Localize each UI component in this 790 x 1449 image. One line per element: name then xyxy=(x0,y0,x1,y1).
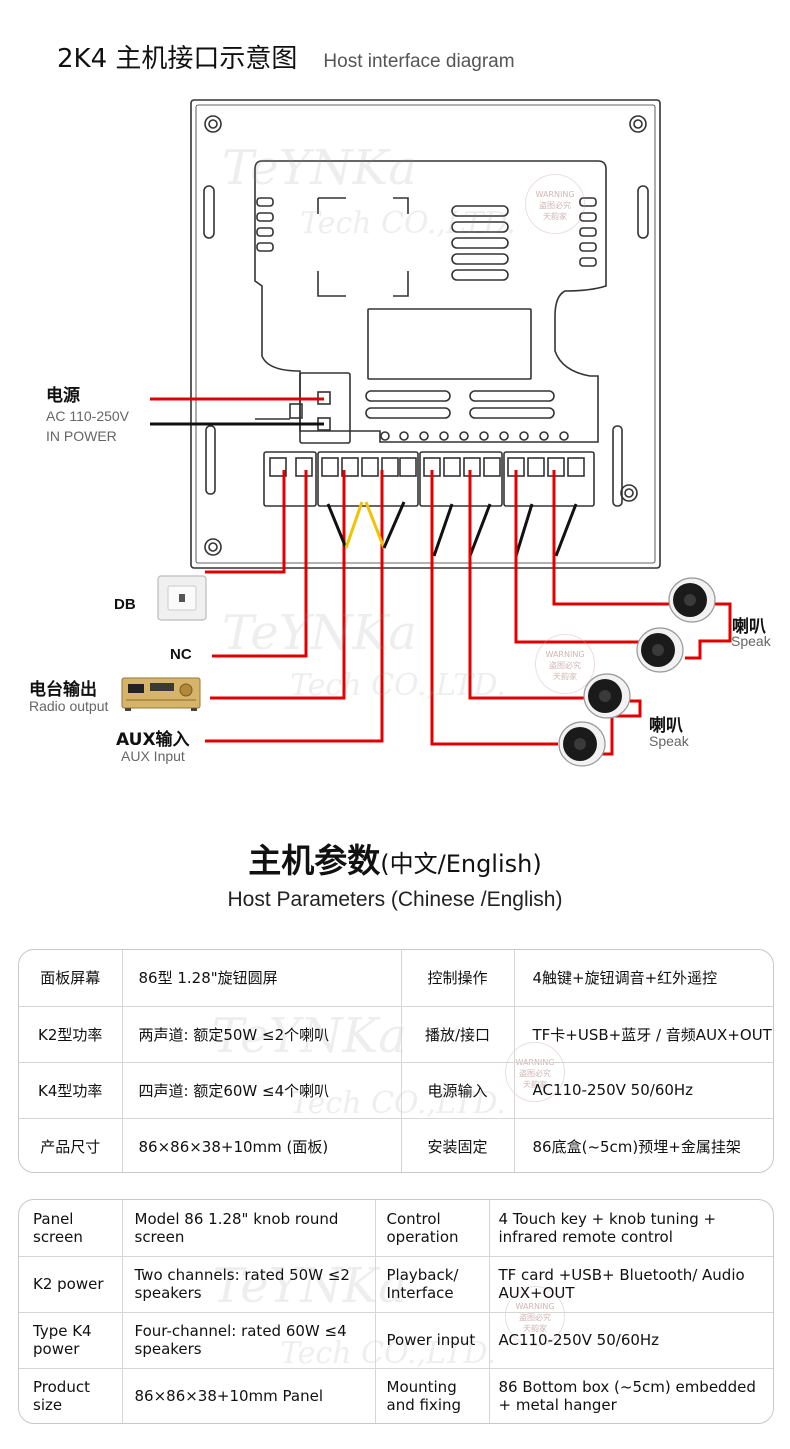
param-label: Product size xyxy=(19,1368,123,1423)
power-label-en-voltage: AC 110-250V xyxy=(46,408,130,424)
speaker-4 xyxy=(558,721,606,767)
param-label: Type K4 power xyxy=(19,1312,123,1369)
param-value: AC110-250V 50/60Hz xyxy=(514,1062,773,1119)
param-value: 86×86×38+10mm Panel xyxy=(122,1368,376,1423)
radio-label-cn: 电台输出 xyxy=(29,680,97,700)
param-value: 4 Touch key + knob tuning + infrared rem… xyxy=(489,1200,773,1257)
table-row: K2型功率 两声道: 额定50W ≤2个喇叭 播放/接口 TF卡+USB+蓝牙 … xyxy=(19,1006,773,1063)
params-subtitle: Host Parameters (Chinese /English) xyxy=(227,888,563,911)
param-label: 面板屏幕 xyxy=(19,950,123,1007)
title-cn: 2K4 主机接口示意图 xyxy=(57,44,298,74)
param-label: 控制操作 xyxy=(401,950,515,1007)
nc-label: NC xyxy=(170,646,192,663)
param-value: 86底盒(~5cm)预埋+金属挂架 xyxy=(532,1137,741,1156)
aux-label-en: AUX Input xyxy=(121,748,185,764)
param-label: Playback/ Interface xyxy=(375,1256,490,1313)
interface-diagram xyxy=(121,99,732,767)
speaker-3 xyxy=(583,673,631,719)
params-table-en: Panel screen Model 86 1.28" knob round s… xyxy=(18,1199,774,1424)
speaker-label-en-bottom: Speak xyxy=(649,733,689,749)
table-row: K2 power Two channels: rated 50W ≤2 spea… xyxy=(19,1256,773,1313)
aux-label-cn: AUX输入 xyxy=(116,730,190,750)
param-label: Mounting and fixing xyxy=(375,1368,490,1423)
speaker-icons xyxy=(558,577,716,767)
param-value: Four-channel: rated 60W ≤4 speakers xyxy=(122,1312,376,1369)
params-title-main: 主机参数 xyxy=(248,841,381,880)
param-value: 两声道: 额定50W ≤2个喇叭 xyxy=(122,1006,402,1063)
param-label: K2 power xyxy=(19,1256,123,1313)
power-label-en-in: IN POWER xyxy=(46,428,117,444)
param-value: TF卡+USB+蓝牙 / 音频AUX+OUT xyxy=(514,1006,773,1063)
param-value: Two channels: rated 50W ≤2 speakers xyxy=(122,1256,376,1313)
param-label: 播放/接口 xyxy=(401,1006,515,1063)
terminal-blocks xyxy=(263,451,595,507)
inner-module xyxy=(254,160,607,443)
param-label: 产品尺寸 xyxy=(19,1118,123,1172)
wires xyxy=(150,397,732,756)
param-value: Model 86 1.28" knob round screen xyxy=(122,1200,376,1257)
table-row: Panel screen Model 86 1.28" knob round s… xyxy=(19,1200,773,1257)
param-label: Panel screen xyxy=(19,1200,123,1257)
table-row: 面板屏幕 86型 1.28"旋钮圆屏 控制操作 4触键+旋钮调音+红外遥控 xyxy=(19,950,773,1007)
db-label: DB xyxy=(114,596,136,613)
param-label: Control operation xyxy=(375,1200,490,1257)
param-value: 86×86×38+10mm (面板) xyxy=(122,1118,402,1172)
radio-label-en: Radio output xyxy=(29,698,109,714)
param-value: 四声道: 额定60W ≤4个喇叭 xyxy=(122,1062,402,1119)
param-value: 86型 1.28"旋钮圆屏 xyxy=(122,950,402,1007)
table-row: K4型功率 四声道: 额定60W ≤4个喇叭 电源输入 AC110-250V 5… xyxy=(19,1062,773,1119)
speaker-2 xyxy=(636,627,684,673)
param-value: AC110-250V 50/60Hz xyxy=(489,1312,773,1369)
param-value: TF card +USB+ Bluetooth/ Audio AUX+OUT xyxy=(489,1256,773,1313)
speaker-label-cn-top: 喇叭 xyxy=(732,617,766,637)
amplifier-icon xyxy=(121,677,201,711)
speaker-label-en-top: Speak xyxy=(731,633,771,649)
param-value: 4触键+旋钮调音+红外遥控 xyxy=(514,950,773,1007)
param-label: Power input xyxy=(375,1312,490,1369)
params-title: 主机参数(中文/English) xyxy=(0,834,790,882)
param-value: 86 Bottom box (~5cm) embedded + metal ha… xyxy=(498,1378,756,1415)
host-panel xyxy=(190,99,661,569)
power-label-cn: 电源 xyxy=(46,386,80,406)
diagram-title: 2K4 主机接口示意图 Host interface diagram xyxy=(57,38,515,78)
param-label: K2型功率 xyxy=(19,1006,123,1063)
param-label: 安装固定 xyxy=(401,1118,515,1172)
speaker-1 xyxy=(668,577,716,623)
params-title-suffix: (中文/English) xyxy=(380,850,542,878)
params-table-cn: 面板屏幕 86型 1.28"旋钮圆屏 控制操作 4触键+旋钮调音+红外遥控 K2… xyxy=(18,949,774,1173)
title-en: Host interface diagram xyxy=(323,51,515,72)
table-row: Type K4 power Four-channel: rated 60W ≤4… xyxy=(19,1312,773,1369)
param-label: 电源输入 xyxy=(401,1062,515,1119)
power-terminal xyxy=(255,372,351,444)
doorbell-icon xyxy=(157,575,207,621)
param-label: K4型功率 xyxy=(19,1062,123,1119)
table-row: Product size 86×86×38+10mm Panel Mountin… xyxy=(19,1368,773,1423)
table-row: 产品尺寸 86×86×38+10mm (面板) 安装固定 86底盒(~5cm)预… xyxy=(19,1118,773,1172)
speaker-label-cn-bottom: 喇叭 xyxy=(649,716,683,736)
